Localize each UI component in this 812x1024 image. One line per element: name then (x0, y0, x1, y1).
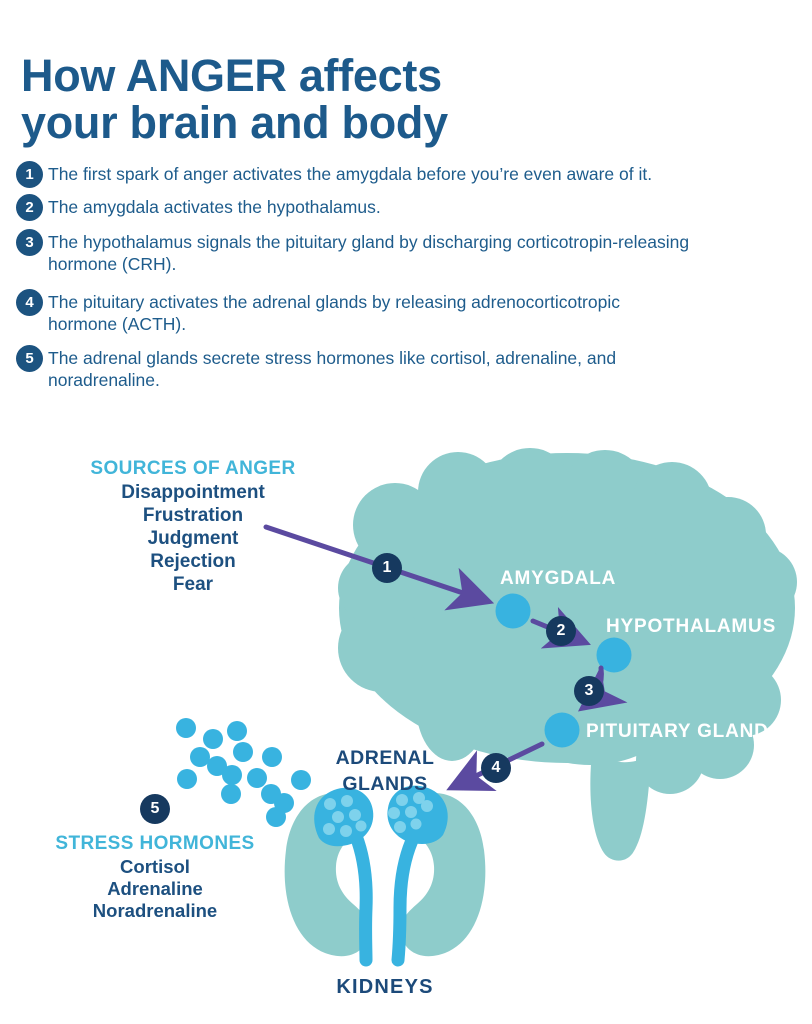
amygdala-label: AMYGDALA (500, 568, 617, 589)
step-3: 3 The hypothalamus signals the pituitary… (16, 229, 689, 275)
adrenal-cap-dots (323, 792, 433, 837)
brain-shape (338, 448, 797, 861)
source-item: Judgment (147, 528, 239, 549)
pituitary-gland-label: PITUITARY GLAND (586, 721, 769, 742)
step-3-line-1: The hypothalamus signals the pituitary g… (48, 232, 690, 252)
amygdala-point (495, 593, 531, 629)
step-2-text: The amygdala activates the hypothalamus. (48, 197, 381, 219)
hormone-item: Noradrenaline (92, 900, 218, 921)
adrenal-label-line-2: GLANDS (342, 772, 428, 795)
page-title: How ANGER affects your brain and body (21, 53, 448, 146)
diagram-marker-4: 4 (481, 753, 511, 783)
title-line-1: How ANGER affects (21, 50, 442, 102)
step-2: 2 The amygdala activates the hypothalamu… (16, 194, 381, 221)
step-2-line-1: The amygdala activates the hypothalamus. (48, 197, 381, 217)
ureter-left-shape (349, 829, 373, 967)
hormone-item: Cortisol (120, 856, 190, 877)
hormone-dots (176, 718, 311, 827)
diagram-marker-5: 5 (140, 794, 170, 824)
step-3-text: The hypothalamus signals the pituitary g… (48, 232, 689, 275)
step-2-badge: 2 (16, 194, 43, 221)
diagram-marker-1: 1 (372, 553, 402, 583)
step-4: 4 The pituitary activates the adrenal gl… (16, 289, 620, 335)
stress-hormones-list: Cortisol Adrenaline Noradrenaline (93, 856, 217, 922)
source-item: Rejection (150, 551, 236, 572)
adrenal-glands-label: ADRENAL GLANDS (336, 746, 435, 797)
diagram-marker-3: 3 (574, 676, 604, 706)
step-1-badge: 1 (16, 161, 43, 188)
step-4-line-1: The pituitary activates the adrenal glan… (48, 292, 620, 312)
step-5: 5 The adrenal glands secrete stress horm… (16, 345, 616, 391)
diagram-marker-2: 2 (546, 616, 576, 646)
source-item: Fear (172, 574, 214, 595)
adrenal-label-line-1: ADRENAL (335, 747, 435, 769)
step-5-line-2: noradrenaline. (48, 369, 160, 390)
sources-of-anger-heading: SOURCES OF ANGER (90, 458, 296, 479)
source-item: Frustration (142, 505, 244, 526)
kidneys-shape (284, 785, 486, 967)
step-5-line-1: The adrenal glands secrete stress hormon… (48, 348, 617, 368)
step-5-badge: 5 (16, 345, 43, 372)
step-1: 1 The first spark of anger activates the… (16, 161, 652, 188)
step-1-text: The first spark of anger activates the a… (48, 164, 652, 186)
step-4-badge: 4 (16, 289, 43, 316)
kidneys-label: KIDNEYS (336, 976, 434, 998)
step-4-text: The pituitary activates the adrenal glan… (48, 292, 620, 335)
stress-hormones-heading: STRESS HORMONES (55, 833, 255, 854)
step-3-badge: 3 (16, 229, 43, 256)
pituitary-point (544, 712, 580, 748)
ureter-right-shape (391, 829, 421, 967)
step-1-line-1: The first spark of anger activates the a… (48, 164, 653, 184)
step-3-line-2: hormone (CRH). (48, 253, 177, 274)
hypothalamus-point (596, 637, 632, 673)
source-item: Disappointment (121, 482, 265, 503)
hormone-item: Adrenaline (107, 878, 203, 899)
sources-of-anger-list: Disappointment Frustration Judgment Reje… (121, 481, 265, 596)
hypothalamus-label: HYPOTHALAMUS (606, 616, 777, 637)
title-line-2: your brain and body (21, 96, 448, 148)
brain-stem-shape (590, 752, 651, 861)
step-5-text: The adrenal glands secrete stress hormon… (48, 348, 616, 391)
step-4-line-2: hormone (ACTH). (48, 313, 187, 334)
